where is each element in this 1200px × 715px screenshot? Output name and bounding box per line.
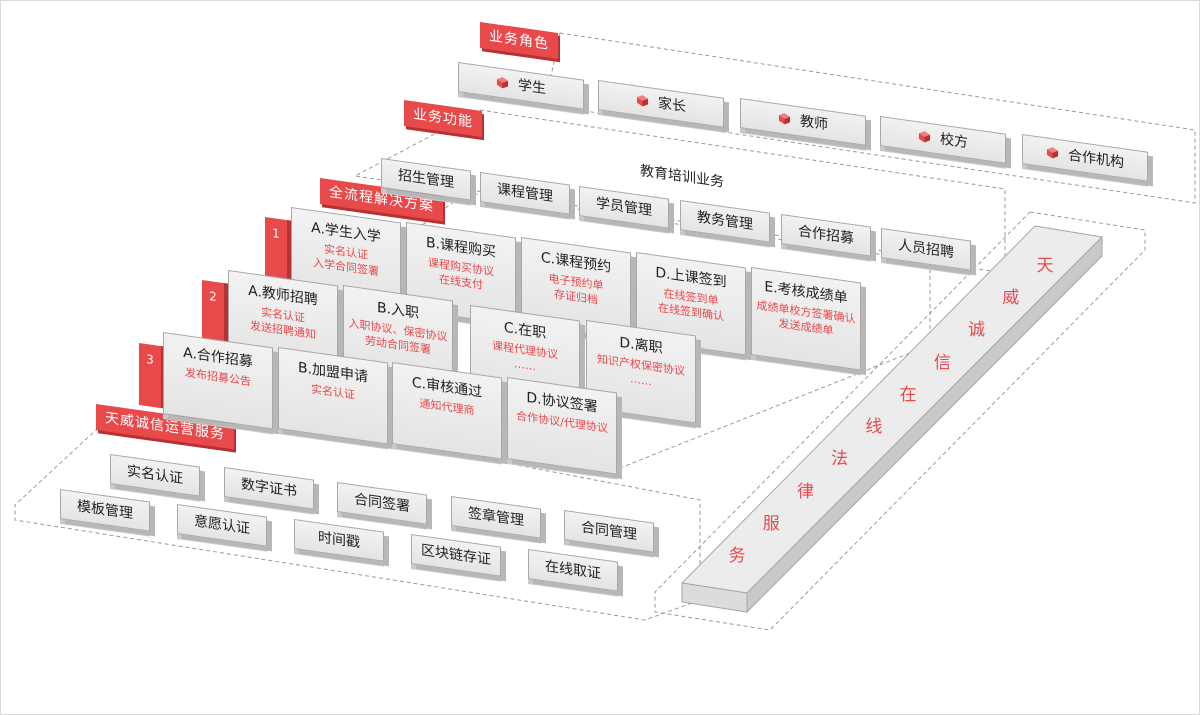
pillar-side-face (746, 235, 1103, 614)
function-tier-outline (353, 109, 1006, 274)
role-label: 教师 (800, 113, 828, 134)
solution-row-number: 3 (139, 343, 161, 409)
cube-icon (636, 95, 649, 107)
pillar-char: 威 (1002, 288, 1020, 309)
solution-row-number: 2 (202, 280, 224, 346)
solution-card: C.审核通过通知代理商 (392, 362, 502, 460)
pillar-char: 律 (796, 481, 814, 502)
role-box: 教师 (740, 98, 866, 146)
role-label: 家长 (658, 95, 686, 116)
role-box: 校方 (880, 116, 1006, 164)
solution-row-number: 1 (265, 217, 287, 283)
pillar-char: 线 (865, 417, 883, 438)
pillar-char: 在 (899, 384, 917, 405)
role-box: 学生 (458, 62, 584, 110)
role-label: 校方 (940, 131, 968, 152)
cube-icon (496, 77, 509, 89)
cube-icon (1046, 147, 1059, 159)
pillar-char: 服 (762, 513, 780, 534)
role-label: 合作机构 (1068, 147, 1124, 172)
ops-tier-outline (14, 413, 701, 621)
role-box: 合作机构 (1022, 134, 1148, 182)
solution-card: E.考核成绩单成绩单校方签署确认发送成绩单 (751, 267, 861, 371)
role-tier-outline (544, 32, 1196, 204)
cube-icon (778, 113, 791, 125)
solution-card: D.协议签署合作协议/代理协议 (507, 377, 617, 475)
solution-card: A.合作招募发布招募公告 (163, 332, 273, 430)
role-box: 家长 (598, 80, 724, 128)
pillar-outline (654, 211, 1146, 631)
role-label: 学生 (518, 77, 546, 98)
solution-card: B.加盟申请实名认证 (278, 347, 388, 445)
pillar-char: 天 (1036, 256, 1054, 276)
pillar-char: 法 (831, 449, 849, 470)
pillar-char: 信 (933, 352, 951, 373)
pillar-char: 务 (728, 546, 746, 566)
pillar-char: 诚 (968, 320, 986, 341)
cube-icon (918, 131, 931, 143)
